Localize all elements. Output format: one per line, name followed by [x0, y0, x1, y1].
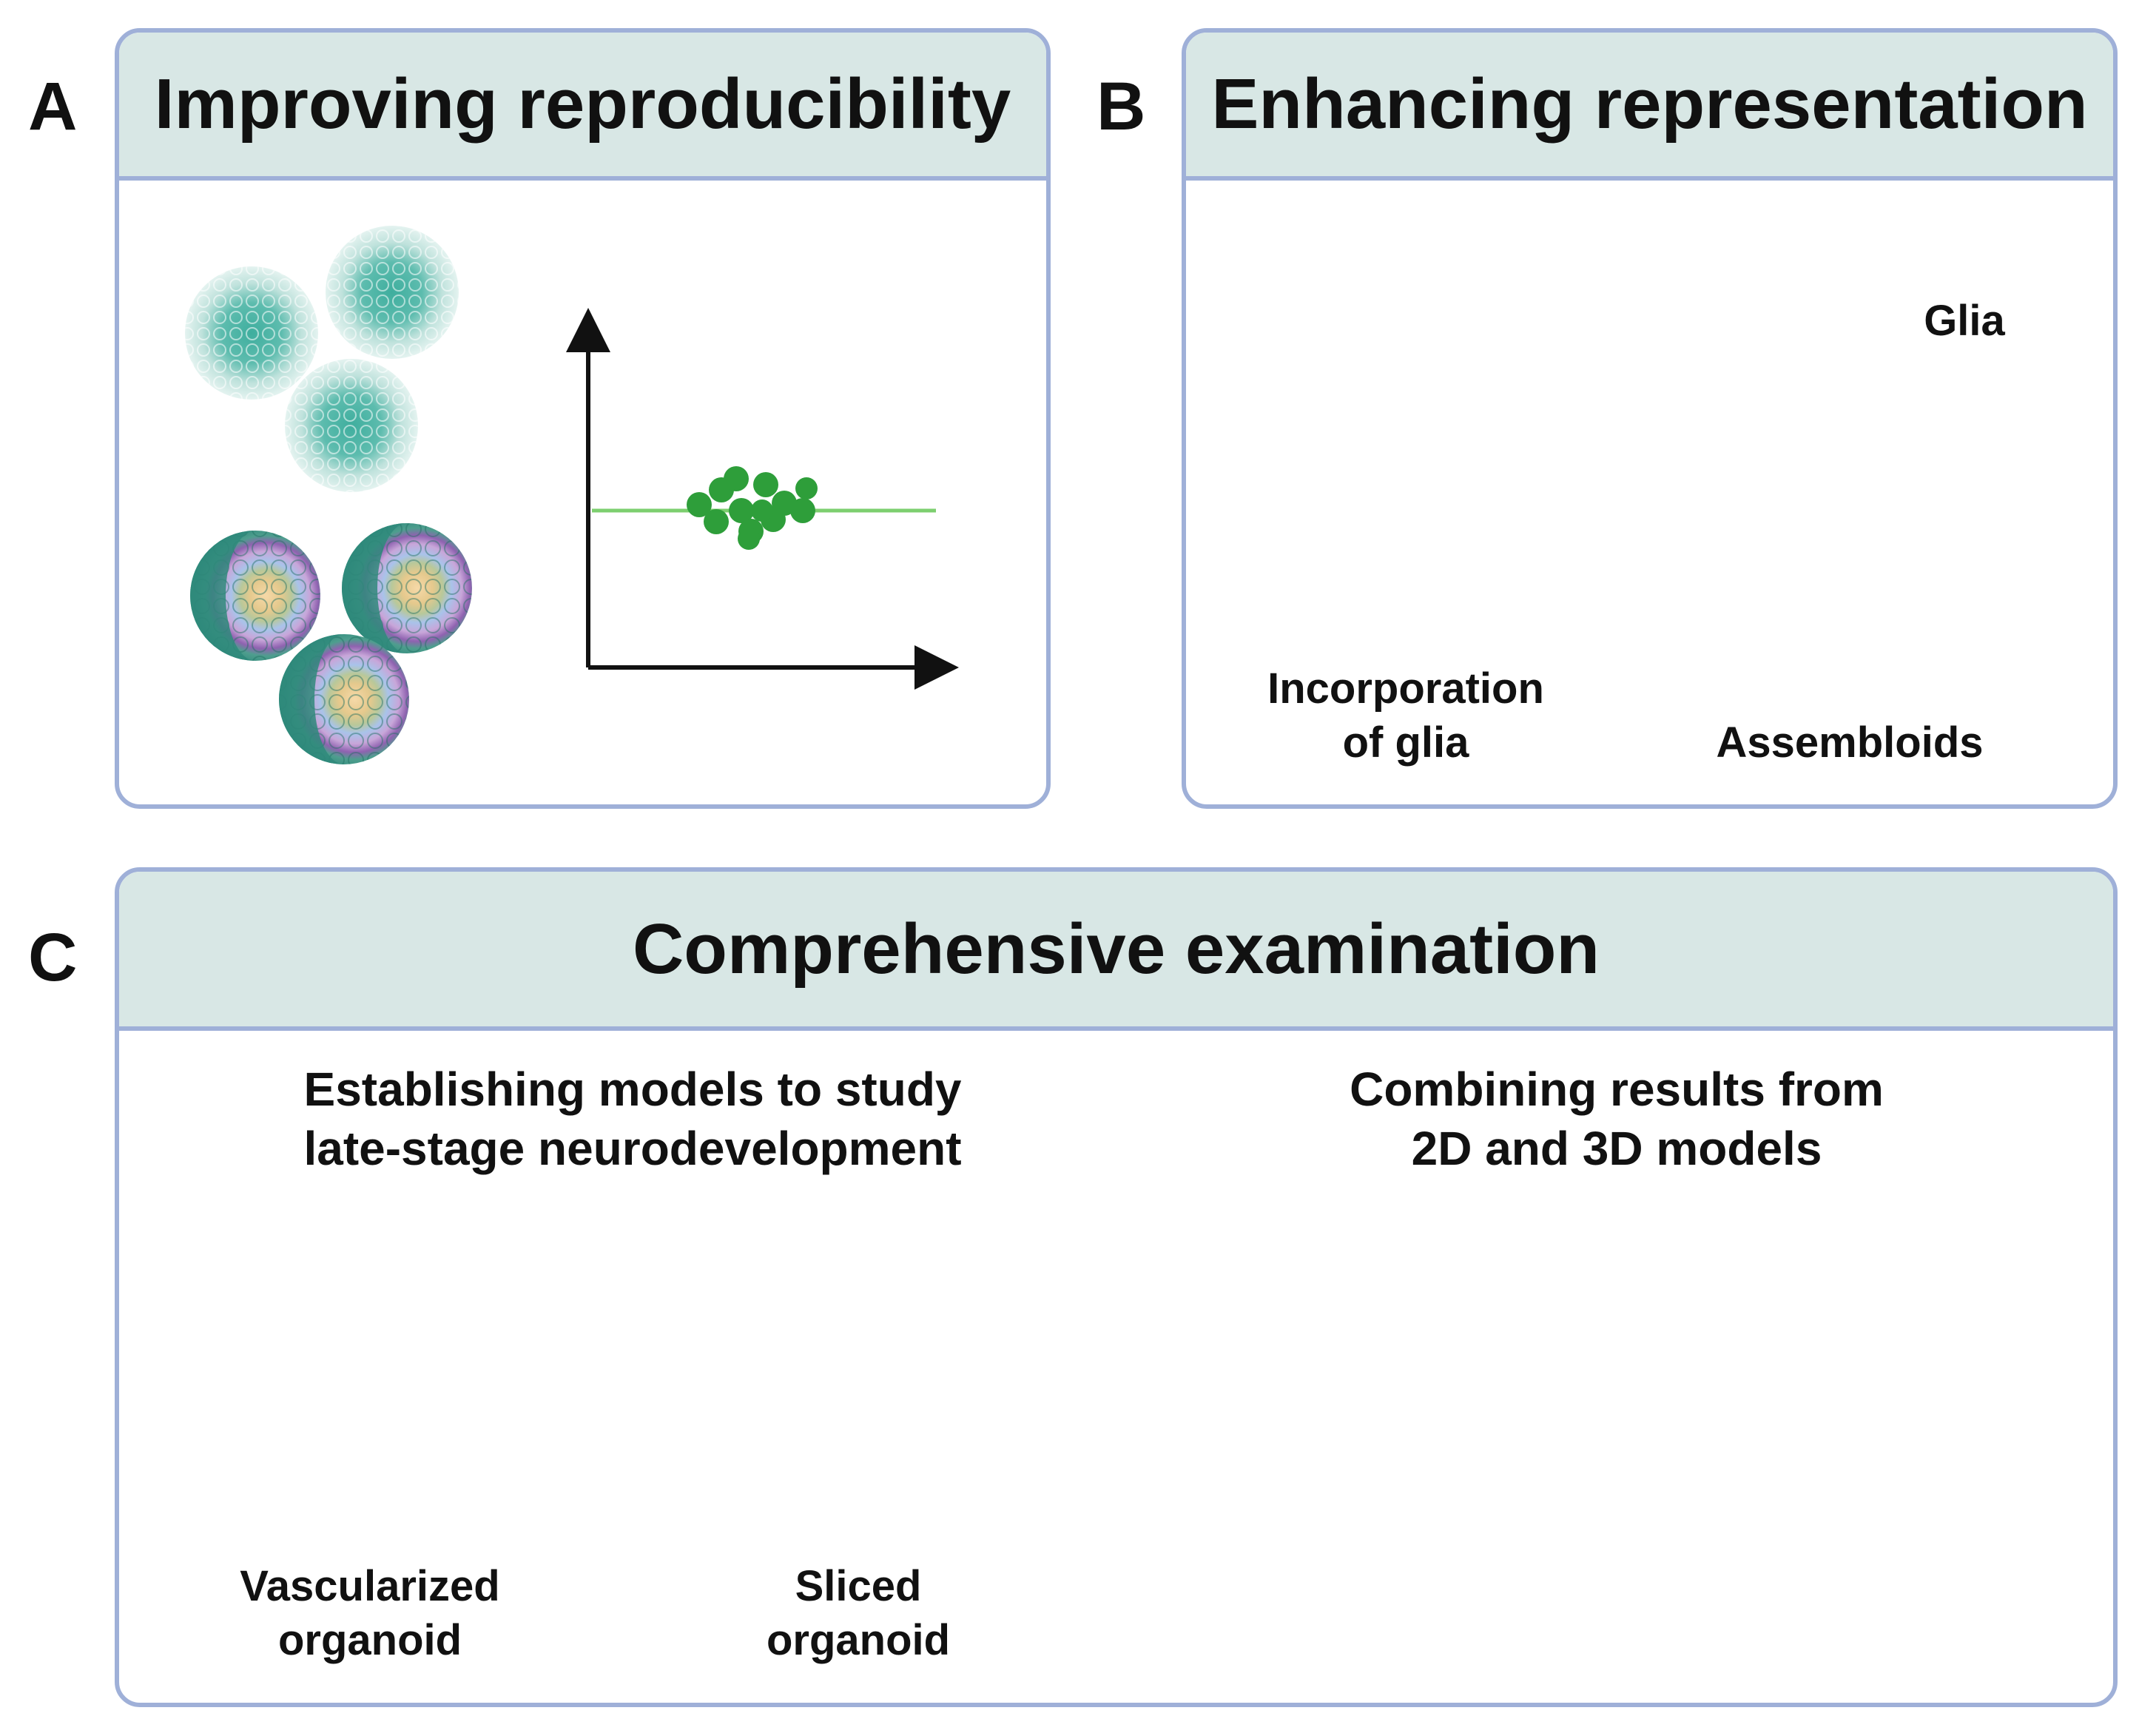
data-point-cluster — [687, 466, 818, 550]
vascularized-organoid-label: Vascularized organoid — [240, 1562, 500, 1664]
panel-b: Enhancing representation — [1182, 28, 2118, 809]
panel-c: Comprehensive examination — [115, 867, 2118, 1707]
reproducibility-plot — [566, 308, 959, 690]
late-stage-heading: Establishing models to study late-stage … — [303, 1063, 962, 1175]
spheroid-cluster — [185, 226, 459, 492]
sliced-organoid-label: Sliced organoid — [766, 1562, 951, 1664]
panel-b-title: Enhancing representation — [1211, 64, 2088, 144]
assembloids-label: Assembloids — [1716, 719, 1984, 767]
panel-a-title: Improving reproducibility — [154, 64, 1011, 144]
panel-c-title: Comprehensive examination — [632, 909, 1600, 989]
2d-3d-heading: Combining results from 2D and 3D models — [1350, 1063, 1884, 1175]
organoid — [342, 523, 472, 653]
panel-a: Improving reproducibility — [115, 28, 1051, 809]
panel-c-header: Comprehensive examination — [119, 872, 2113, 1031]
organoid — [279, 634, 409, 764]
incorporation-of-glia-label: Incorporation of glia — [1267, 665, 1544, 767]
panel-b-header: Enhancing representation — [1186, 33, 2113, 181]
glia-label: Glia — [1924, 297, 2005, 345]
panel-letter-c: C — [28, 920, 78, 995]
panel-a-header: Improving reproducibility — [119, 33, 1046, 181]
organoid — [190, 531, 320, 661]
panel-letter-b: B — [1097, 69, 1146, 144]
organoid-cluster — [190, 523, 472, 764]
panel-letter-a: A — [28, 69, 78, 144]
